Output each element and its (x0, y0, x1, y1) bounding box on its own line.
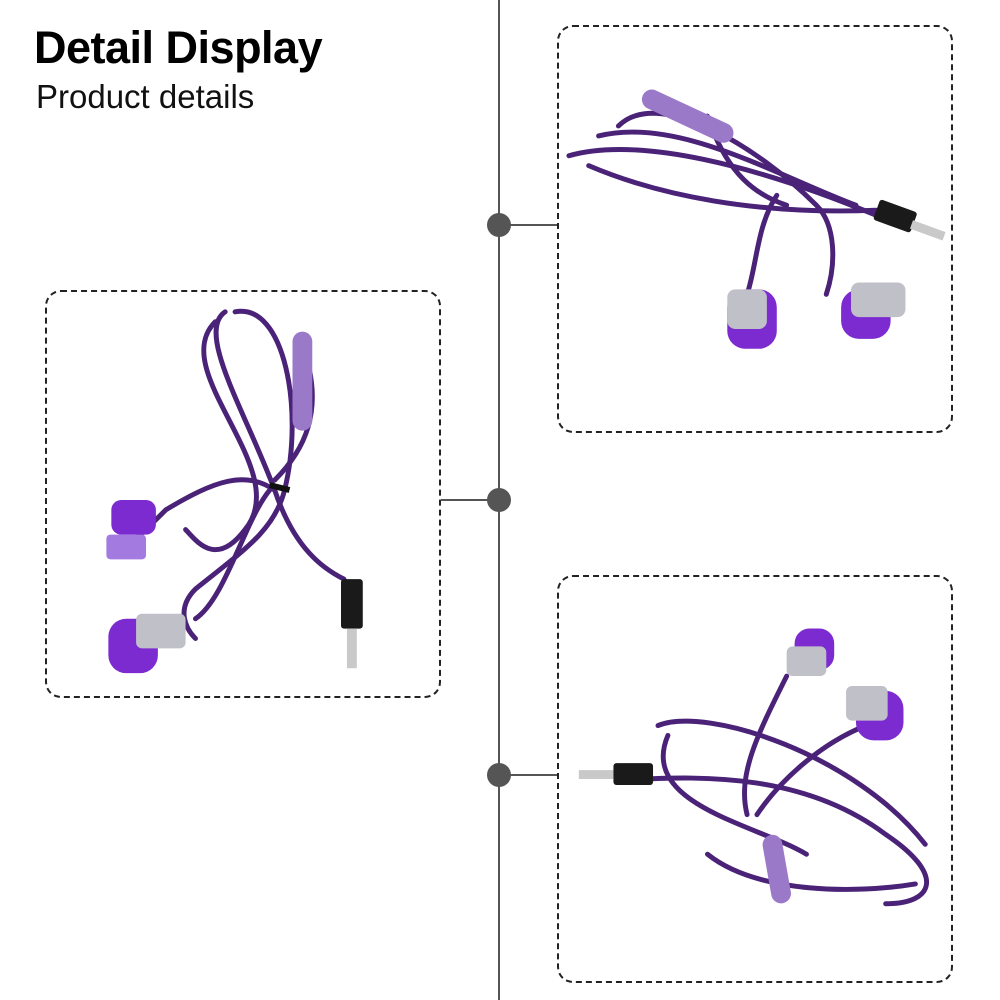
earphones-icon (566, 89, 946, 349)
product-photo-left (45, 290, 441, 698)
page-subtitle: Product details (36, 78, 255, 115)
product-photo-bottom-right (557, 575, 953, 983)
connector-middle (441, 499, 499, 501)
connector-top (499, 224, 557, 226)
earphones-icon (106, 308, 363, 674)
page-title: Detail Display (34, 22, 323, 73)
product-photo-top-right (557, 25, 953, 433)
connector-bottom (499, 774, 557, 776)
earphones-icon (578, 628, 930, 907)
